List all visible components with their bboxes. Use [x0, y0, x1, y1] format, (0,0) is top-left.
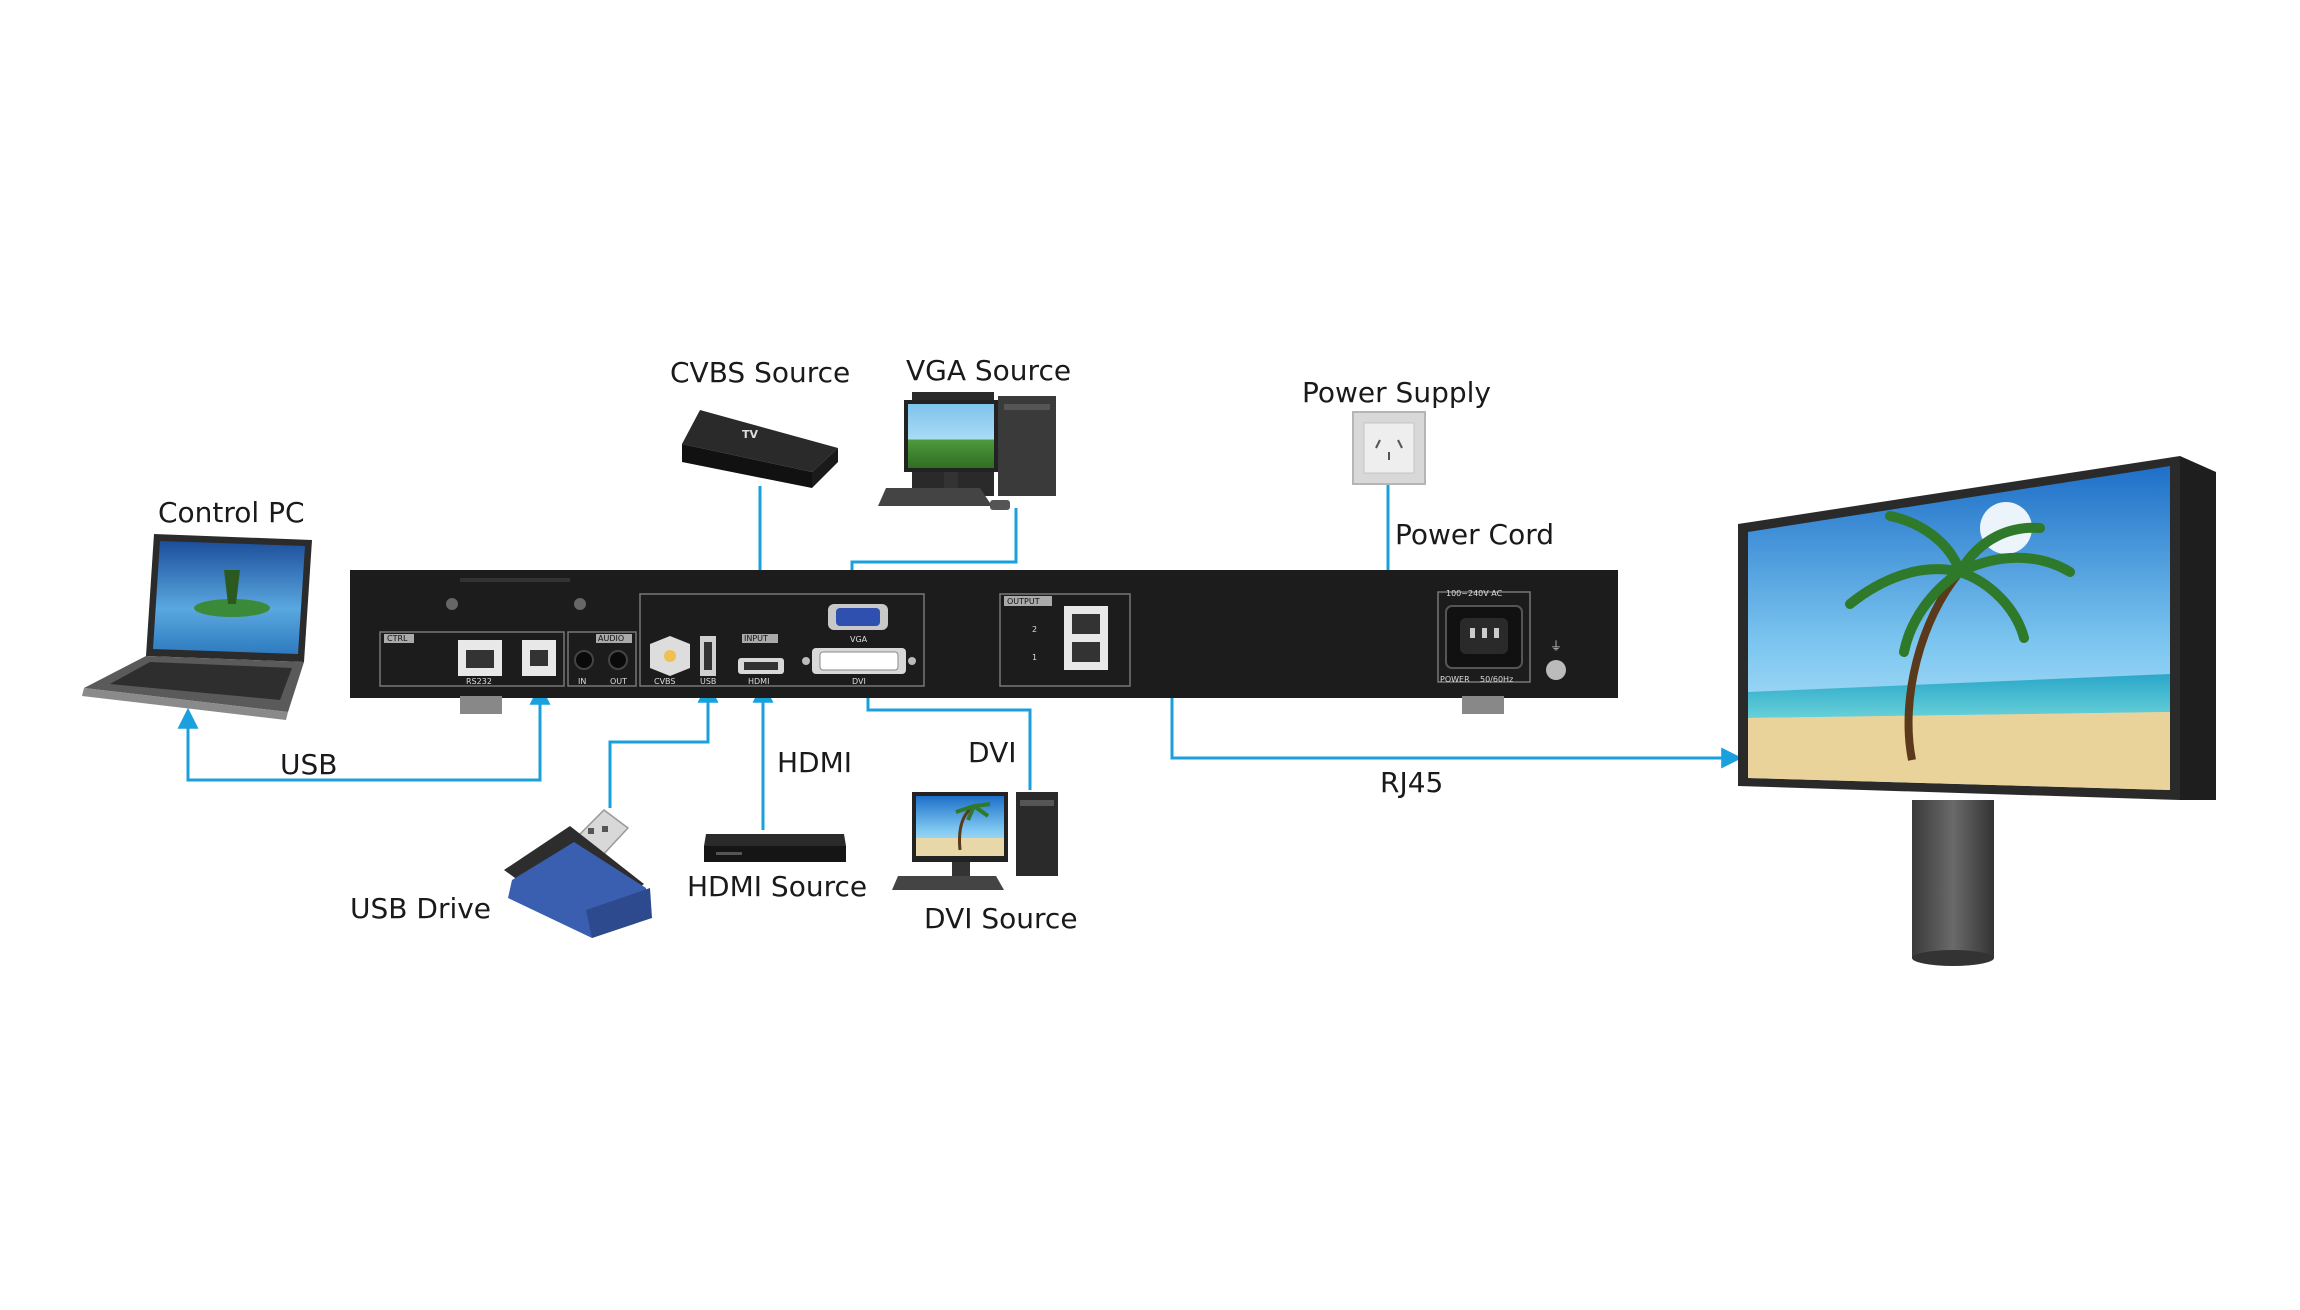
- video-processor-panel: CTRL RS232 AUDIO IN OUT INPUT CVBS USB H…: [350, 570, 1618, 714]
- dvi-source-label: DVI Source: [924, 902, 1078, 935]
- cvbs-label: CVBS: [654, 677, 675, 686]
- laptop-icon: [82, 534, 312, 720]
- usb-drive-icon: [504, 809, 652, 938]
- dvi-label: DVI: [968, 736, 1016, 769]
- usb-drive-wire: [608, 681, 719, 808]
- power-cord-label: Power Cord: [1395, 518, 1554, 551]
- audio-group-label: AUDIO: [598, 634, 624, 643]
- hdmi-port-label: HDMI: [748, 677, 769, 686]
- vga-port-label: VGA: [850, 635, 868, 644]
- usb-wire: [177, 683, 551, 782]
- output-port-1-label: 1: [1032, 653, 1037, 662]
- dvi-desktop-icon: [892, 792, 1058, 890]
- output-group-label: OUTPUT: [1007, 597, 1040, 606]
- tv-box-icon: TV: [682, 410, 838, 488]
- usb-drive-label: USB Drive: [350, 892, 491, 925]
- hdmi-label: HDMI: [777, 746, 852, 779]
- ground-symbol-icon: ⏚: [1550, 639, 1562, 653]
- power-supply-label: Power Supply: [1302, 376, 1491, 409]
- vga-source-label: VGA Source: [906, 354, 1071, 387]
- output-port-2-label: 2: [1032, 625, 1037, 634]
- tv-box-text: TV: [742, 428, 759, 441]
- power-outlet-icon: [1352, 411, 1426, 485]
- cvbs-source-label: CVBS Source: [670, 356, 850, 389]
- vga-desktop-icon: [878, 392, 1056, 510]
- hdmi-source-label: HDMI Source: [687, 870, 867, 903]
- input-group-label: INPUT: [744, 634, 768, 643]
- frequency-label: 50/60Hz: [1480, 675, 1513, 684]
- dvi-port-label: DVI: [852, 677, 866, 686]
- audio-in-label: IN: [578, 677, 586, 686]
- audio-out-label: OUT: [610, 677, 627, 686]
- ground-screw-icon: [1546, 660, 1566, 680]
- rs232-label: RS232: [466, 677, 492, 686]
- usb-port-label: USB: [700, 677, 716, 686]
- usb-label: USB: [280, 748, 337, 781]
- control-pc-label: Control PC: [158, 496, 305, 529]
- rj45-label: RJ45: [1380, 766, 1443, 799]
- led-billboard-icon: [1738, 456, 2216, 966]
- power-label: POWER: [1440, 675, 1470, 684]
- connection-wires: [177, 468, 1743, 830]
- hdmi-source-box-icon: [704, 834, 846, 862]
- ctrl-group-label: CTRL: [387, 634, 408, 643]
- voltage-label: 100~240V AC: [1446, 589, 1503, 598]
